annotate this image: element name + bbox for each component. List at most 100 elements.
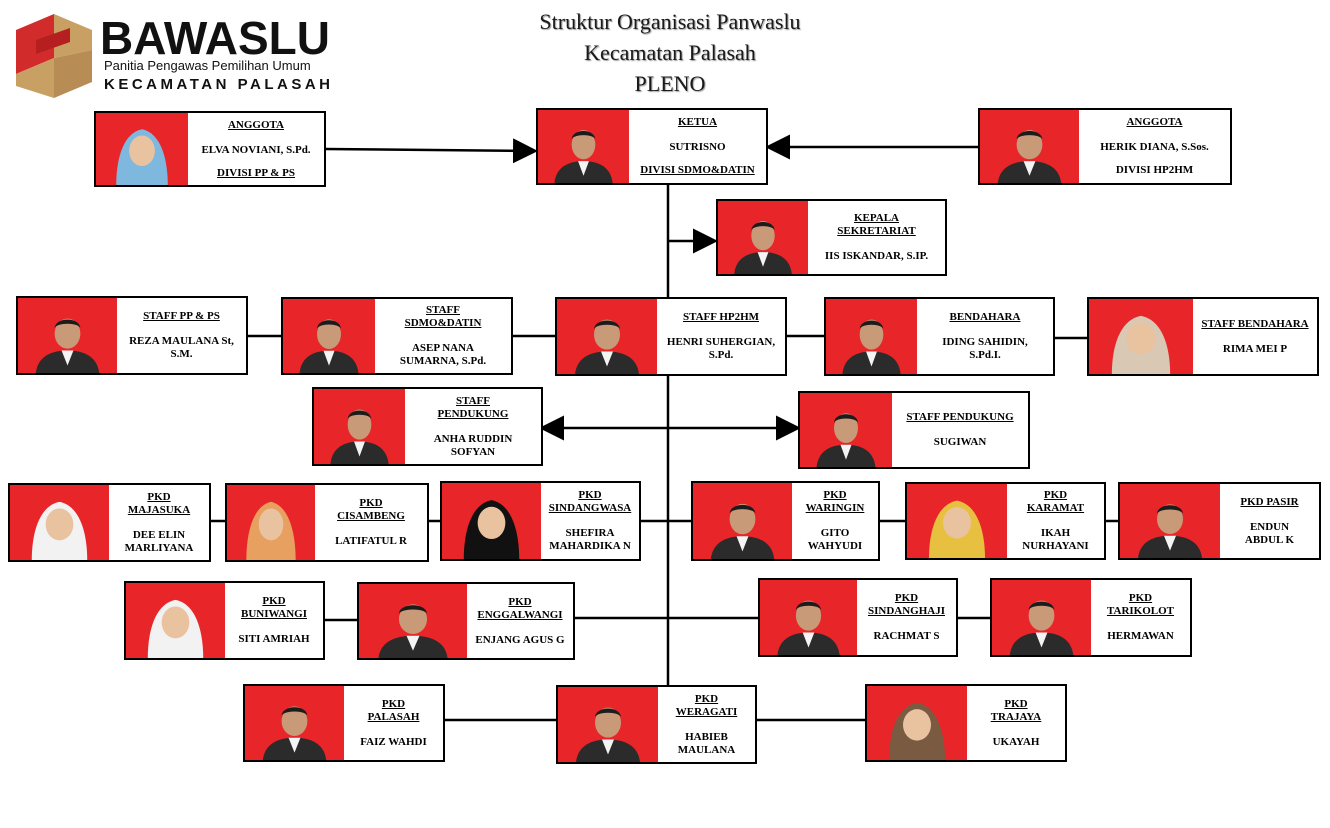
person-card-asep: STAFF SDMO&DATIN ASEP NANA SUMARNA, S.Pd. <box>281 297 513 375</box>
person-role: PKD TARIKOLOT <box>1106 592 1175 617</box>
person-card-rachmat: PKD SINDANGHAJI RACHMAT S <box>758 578 958 657</box>
person-name: SITI AMRIAH <box>238 633 310 645</box>
person-division: DIVISI HP2HM <box>1115 164 1194 176</box>
person-name: ELVA NOVIANI, S.Pd. <box>201 143 311 156</box>
person-role: STAFF SDMO&DATIN <box>404 304 482 329</box>
person-card-shefira: PKD SINDANGWASA SHEFIRA MAHARDIKA N <box>440 481 641 561</box>
person-name: RACHMAT S <box>873 630 940 642</box>
person-name: HERIK DIANA, S.Sos. <box>1100 141 1209 153</box>
portrait-photo <box>992 580 1091 655</box>
person-card-gito: PKD WARINGIN GITO WAHYUDI <box>691 481 880 561</box>
portrait-photo <box>800 393 892 467</box>
person-text: PKD TARIKOLOT HERMAWAN <box>1091 580 1190 655</box>
person-card-siti: PKD BUNIWANGI SITI AMRIAH <box>124 581 325 660</box>
person-role: ANGGOTA <box>227 118 285 131</box>
portrait-photo <box>1120 484 1220 558</box>
portrait-photo <box>314 389 405 464</box>
person-division: DIVISI PP & PS <box>217 166 295 179</box>
person-text: PKD BUNIWANGI SITI AMRIAH <box>225 583 323 658</box>
person-role: PKD PASIR <box>1240 495 1299 508</box>
title-line3: PLENO <box>634 71 706 96</box>
person-name: FAIZ WAHDI <box>360 735 427 748</box>
portrait-photo <box>558 687 658 762</box>
person-name: GITO WAHYUDI <box>807 527 863 552</box>
person-text: ANGGOTA HERIK DIANA, S.Sos. DIVISI HP2HM <box>1079 110 1230 183</box>
person-name: ENJANG AGUS G <box>475 633 565 646</box>
person-role: ANGGOTA <box>1126 116 1183 128</box>
logo-subtitle: Panitia Pengawas Pemilihan Umum <box>104 58 311 73</box>
person-role: KETUA <box>677 116 718 128</box>
portrait-photo <box>227 485 315 560</box>
portrait-photo <box>760 580 857 655</box>
portrait-photo <box>10 485 109 560</box>
portrait-photo <box>980 110 1079 183</box>
person-name: LATIFATUL R <box>335 535 407 547</box>
portrait-photo <box>538 110 629 183</box>
person-text: PKD SINDANGHAJI RACHMAT S <box>857 580 956 655</box>
logo-district: KECAMATAN PALASAH <box>104 76 334 93</box>
person-card-elva: ANGGOTA ELVA NOVIANI, S.Pd. DIVISI PP & PS <box>94 111 326 187</box>
portrait-photo <box>693 483 792 559</box>
bawaslu-logo: BAWASLU Panitia Pengawas Pemilihan Umum … <box>0 0 345 105</box>
portrait-photo <box>283 299 375 373</box>
person-name: HERMAWAN <box>1107 630 1174 642</box>
person-role: PKD SINDANGHAJI <box>867 592 945 617</box>
person-name: HENRI SUHERGIAN, S.Pd. <box>666 336 776 361</box>
person-name: IDING SAHIDIN, S.Pd.I. <box>942 336 1028 361</box>
portrait-photo <box>907 484 1007 558</box>
person-role: PKD TRAJAYA <box>990 697 1042 723</box>
person-name: DEE ELIN MARLIYANA <box>124 528 194 554</box>
person-name: ANHA RUDDIN SOFYAN <box>433 432 513 458</box>
person-text: PKD WARINGIN GITO WAHYUDI <box>792 483 878 559</box>
person-card-latifatul: PKD CISAMBENG LATIFATUL R <box>225 483 429 562</box>
person-text: PKD TRAJAYA UKAYAH <box>967 686 1065 760</box>
person-text: PKD KARAMAT IKAH NURHAYANI <box>1007 484 1104 558</box>
person-role: STAFF PP & PS <box>143 310 220 322</box>
portrait-photo <box>718 201 808 274</box>
title-line1: Struktur Organisasi Panwaslu <box>539 9 801 34</box>
person-name: UKAYAH <box>992 735 1040 748</box>
logo-name: BAWASLU <box>100 12 330 64</box>
person-role: PKD CISAMBENG <box>337 497 405 522</box>
person-text: PKD SINDANGWASA SHEFIRA MAHARDIKA N <box>541 483 639 559</box>
person-name: IIS ISKANDAR, S.IP. <box>824 250 929 262</box>
person-role: PKD WARINGIN <box>805 489 865 514</box>
person-name: SHEFIRA MAHARDIKA N <box>549 527 631 552</box>
portrait-photo <box>442 483 541 559</box>
person-role: PKD SINDANGWASA <box>548 489 632 514</box>
person-division: DIVISI SDMO&DATIN <box>640 164 755 176</box>
person-card-ikah: PKD KARAMAT IKAH NURHAYANI <box>905 482 1106 560</box>
person-name: ASEP NANA SUMARNA, S.Pd. <box>399 342 487 367</box>
person-role: PKD PALASAH <box>367 697 420 723</box>
person-card-ukayah: PKD TRAJAYA UKAYAH <box>865 684 1067 762</box>
person-text: STAFF SDMO&DATIN ASEP NANA SUMARNA, S.Pd. <box>375 299 511 373</box>
portrait-photo <box>126 583 225 658</box>
person-card-herik: ANGGOTA HERIK DIANA, S.Sos. DIVISI HP2HM <box>978 108 1232 185</box>
person-role: PKD MAJASUKA <box>127 490 191 516</box>
bawaslu-emblem-icon <box>16 14 92 98</box>
person-card-iis: KEPALA SEKRETARIAT IIS ISKANDAR, S.IP. <box>716 199 947 276</box>
person-role: PKD BUNIWANGI <box>240 595 307 620</box>
person-text: KEPALA SEKRETARIAT IIS ISKANDAR, S.IP. <box>808 201 945 274</box>
person-text: STAFF PENDUKUNG ANHA RUDDIN SOFYAN <box>405 389 541 464</box>
portrait-photo <box>18 298 117 373</box>
portrait-photo <box>867 686 967 760</box>
person-role: PKD KARAMAT <box>1026 489 1085 514</box>
person-role: STAFF PENDUKUNG <box>437 394 509 420</box>
portrait-photo <box>1089 299 1193 374</box>
person-name: IKAH NURHAYANI <box>1022 527 1089 552</box>
person-role: KEPALA SEKRETARIAT <box>837 212 916 237</box>
person-name: RIMA MEI P <box>1222 342 1288 355</box>
